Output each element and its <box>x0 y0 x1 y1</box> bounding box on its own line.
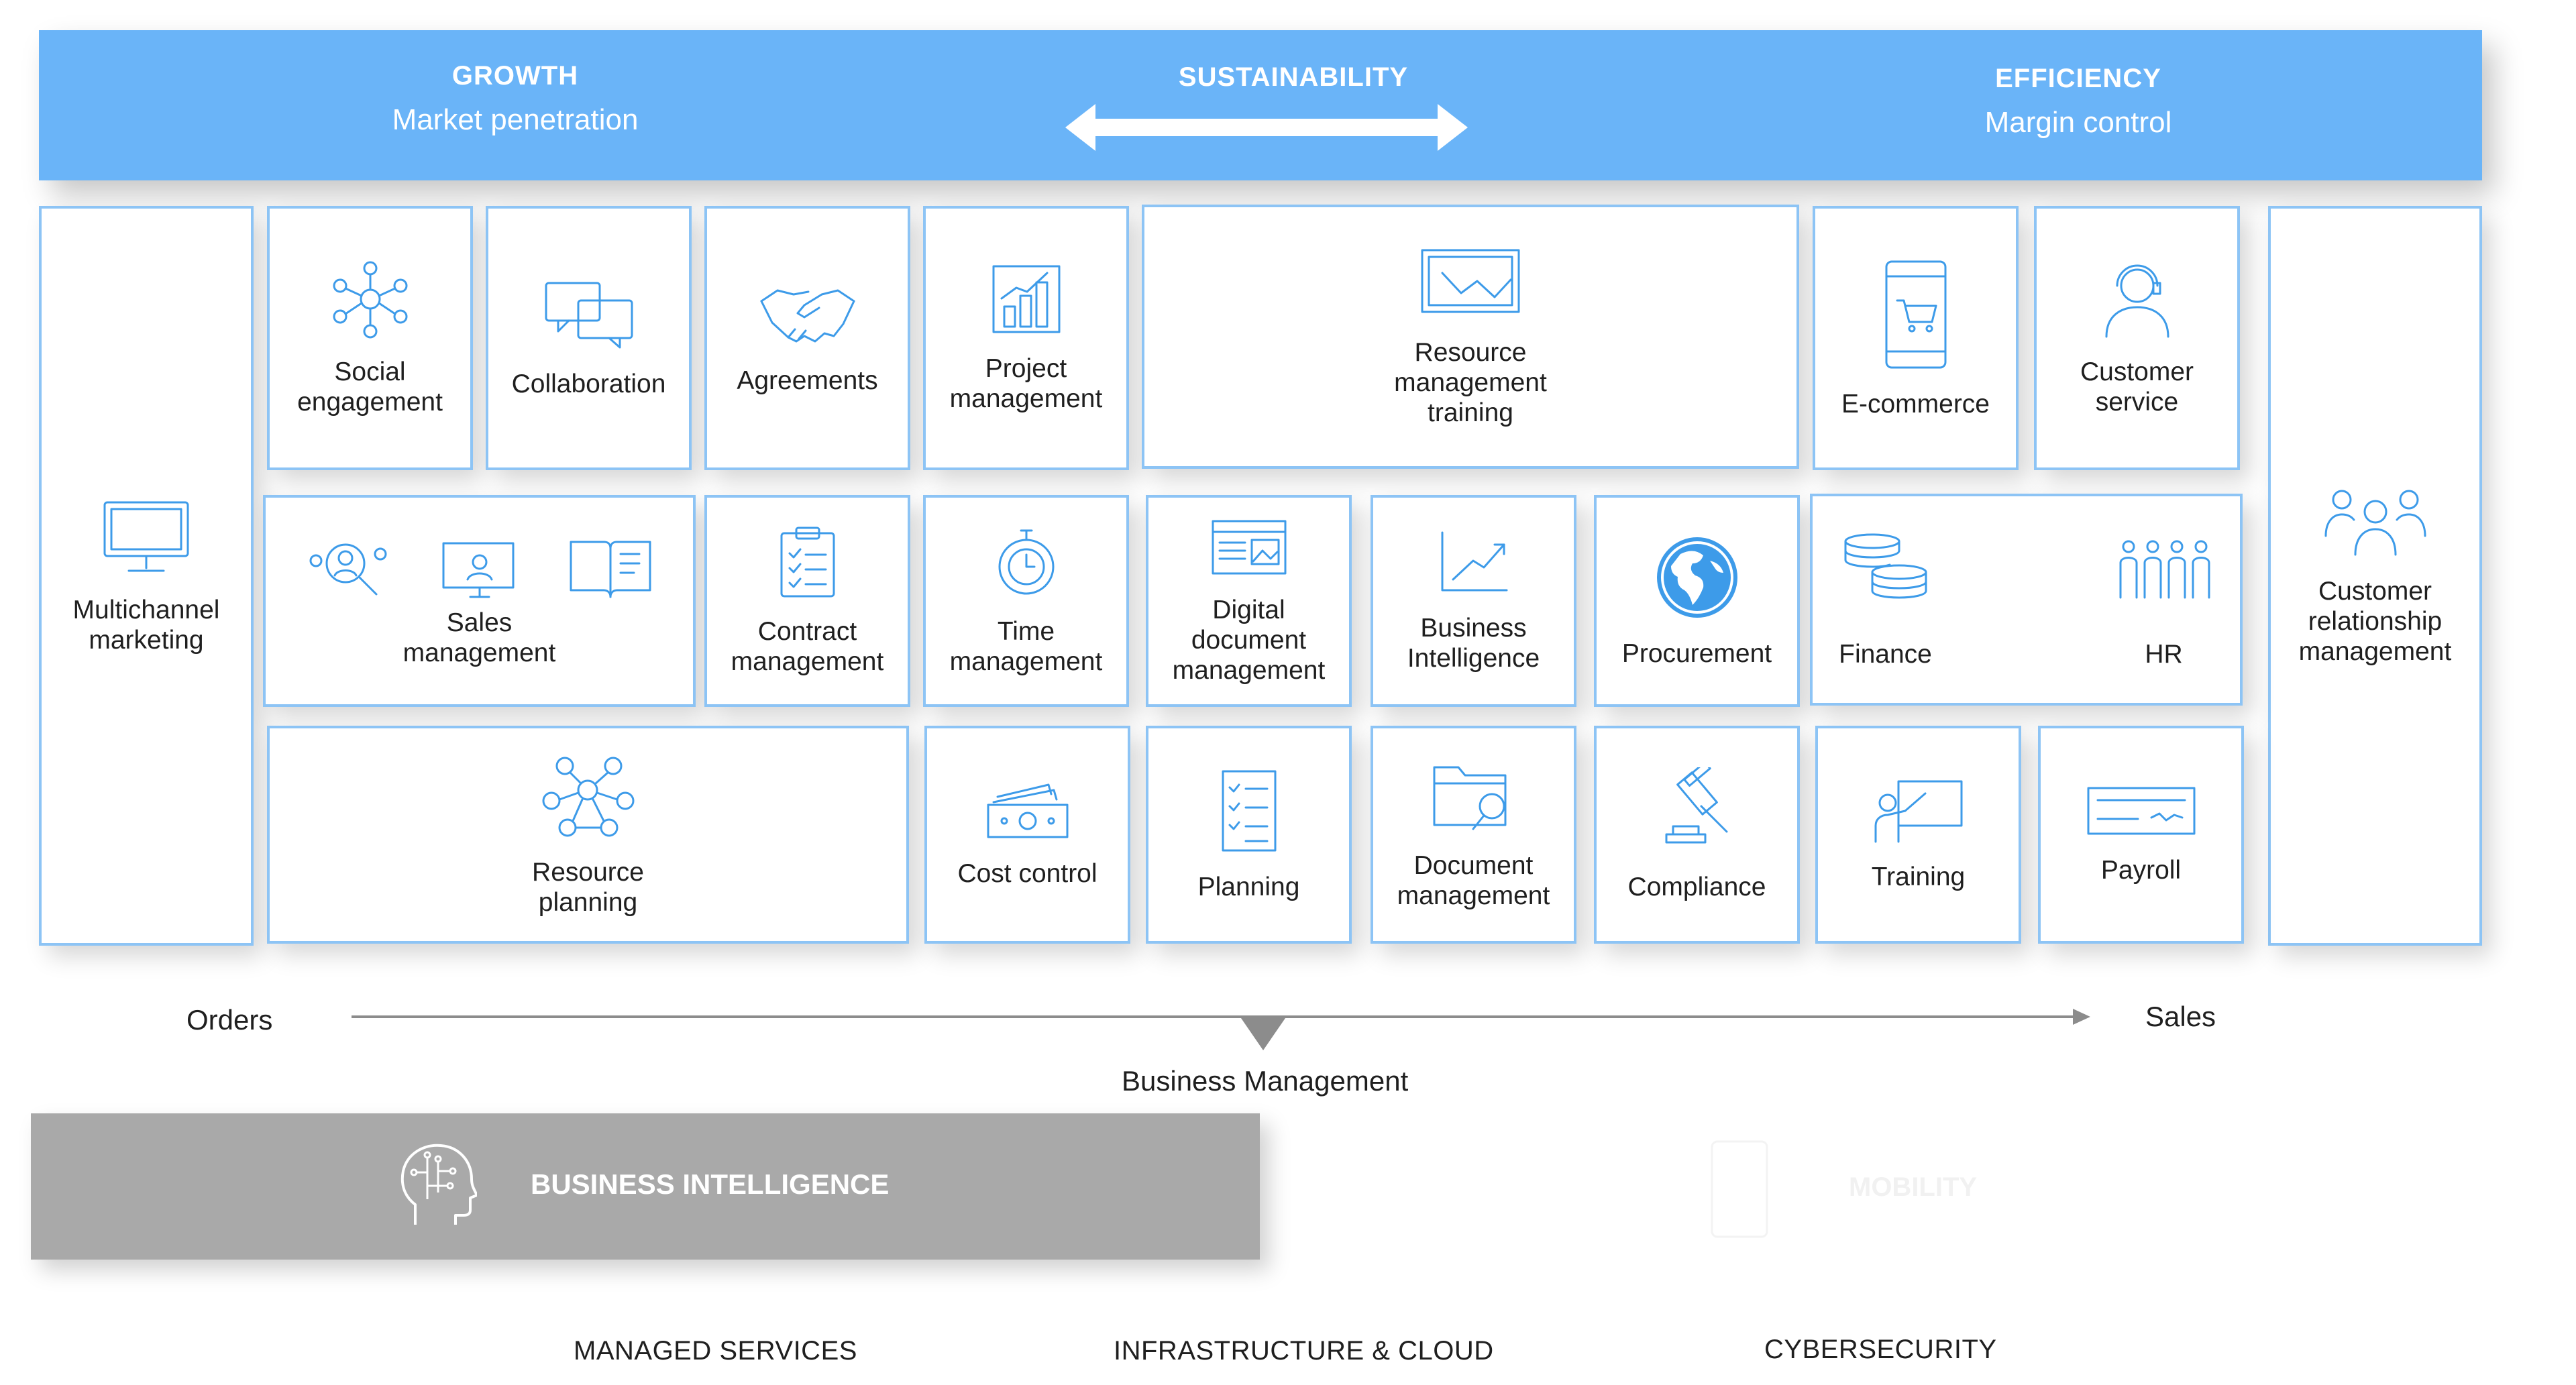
business-intelligence-band[interactable]: BUSINESS INTELLIGENCE <box>31 1113 1260 1260</box>
tile-project-management[interactable]: Project management <box>923 206 1129 470</box>
growth-chart-icon <box>1441 531 1507 592</box>
profile-screen-icon <box>442 542 514 598</box>
stopwatch-icon <box>998 529 1054 595</box>
flow-end-label: Sales <box>2145 1001 2216 1032</box>
sustainability-title: SUSTAINABILITY <box>1178 62 1409 92</box>
chat-bubbles-icon <box>545 282 633 348</box>
tile-sales-management[interactable]: Sales management <box>263 495 696 707</box>
finance-block: Finance <box>1839 531 1933 669</box>
teacher-board-icon <box>1874 780 1962 843</box>
tile-customer-service[interactable]: Customer service <box>2034 206 2240 470</box>
presentation-board-icon <box>1421 249 1520 313</box>
tile-planning[interactable]: Planning <box>1146 726 1352 944</box>
tile-business-intelligence[interactable]: Business Intelligence <box>1371 495 1576 707</box>
tile-label: Business Intelligence <box>1407 614 1540 673</box>
tile-contract-management[interactable]: Contract management <box>704 495 910 707</box>
globe-icon <box>1656 537 1737 618</box>
tile-label: Planning <box>1197 873 1300 901</box>
tile-cost-control[interactable]: Cost control <box>924 726 1130 944</box>
growth-subtitle: Market penetration <box>392 103 639 136</box>
sustainability-header: SUSTAINABILITY <box>991 62 1595 93</box>
network-people-icon <box>333 261 407 339</box>
tile-label: Resource management training <box>1394 337 1547 427</box>
tile-multichannel-marketing[interactable]: Multichannel marketing <box>39 206 254 946</box>
efficiency-header: EFFICIENCY Margin control <box>1776 64 2380 140</box>
tile-ecommerce[interactable]: E-commerce <box>1813 206 2019 470</box>
tile-label: Social engagement <box>297 357 443 417</box>
tile-label: Customer service <box>2080 357 2194 417</box>
hr-block: HR <box>2114 537 2214 669</box>
infrastructure-cloud-label[interactable]: INFRASTRUCTURE & CLOUD <box>1114 1336 1494 1366</box>
tile-label: Digital document management <box>1172 595 1326 685</box>
finance-hr-icons: Finance HR <box>1839 531 2214 669</box>
search-people-icon <box>309 543 386 596</box>
tile-payroll[interactable]: Payroll <box>2038 726 2244 944</box>
tile-resource-management-training[interactable]: Resource management training <box>1142 205 1799 469</box>
tile-label: Training <box>1871 863 1966 891</box>
cash-icon <box>987 783 1068 838</box>
efficiency-subtitle: Margin control <box>1984 106 2172 139</box>
coins-icon <box>1844 533 1927 598</box>
tile-label: E-commerce <box>1841 389 1990 419</box>
ghost-label: MOBILITY <box>1849 1172 1978 1202</box>
brain-head-icon <box>400 1144 477 1225</box>
growth-title: GROWTH <box>451 61 579 91</box>
tile-compliance[interactable]: Compliance <box>1594 726 1800 944</box>
cybersecurity-label[interactable]: CYBERSECURITY <box>1764 1335 1997 1364</box>
support-agent-icon <box>2105 264 2169 338</box>
efficiency-title: EFFICIENCY <box>1995 64 2161 93</box>
tile-agreements[interactable]: Agreements <box>704 206 910 470</box>
growth-header: GROWTH Market penetration <box>260 61 770 137</box>
tile-label: Project management <box>949 354 1103 413</box>
tile-document-management[interactable]: Document management <box>1371 726 1576 944</box>
tile-label: Procurement <box>1621 639 1772 668</box>
tile-label: Customer relationship management <box>2298 577 2452 666</box>
people-network-icon <box>542 757 634 836</box>
tile-label: Contract management <box>731 617 884 676</box>
tile-label: Time management <box>949 617 1103 676</box>
tile-label: Sales management <box>402 608 556 667</box>
group-people-icon <box>2324 490 2426 556</box>
team-icon <box>2119 540 2210 598</box>
faint-mobile-icon <box>1711 1140 1768 1238</box>
clipboard-checklist-icon <box>780 527 835 598</box>
tile-training[interactable]: Training <box>1815 726 2021 944</box>
flow-start-label: Orders <box>186 1004 273 1036</box>
cheque-icon <box>2087 787 2195 835</box>
tile-finance-hr[interactable]: Finance HR <box>1810 494 2243 706</box>
mobile-cart-icon <box>1885 260 1946 368</box>
tile-label: Multichannel marketing <box>72 595 220 655</box>
top-banner: GROWTH Market penetration SUSTAINABILITY… <box>39 30 2482 180</box>
tile-customer-relationship-management[interactable]: Customer relationship management <box>2268 206 2482 946</box>
tile-digital-document-management[interactable]: Digital document management <box>1146 495 1352 707</box>
web-document-icon <box>1212 520 1286 574</box>
monitor-icon <box>103 501 189 571</box>
tile-label: Document management <box>1397 850 1550 910</box>
bar-chart-icon <box>992 265 1060 333</box>
sales-icons <box>305 534 654 608</box>
managed-services-label[interactable]: MANAGED SERVICES <box>574 1336 857 1366</box>
tile-label: Finance <box>1839 639 1932 669</box>
flow-arrow <box>352 1009 2090 1050</box>
double-arrow-icon <box>1065 104 1468 151</box>
open-book-icon <box>570 541 651 598</box>
handshake-icon <box>760 289 855 342</box>
tile-collaboration[interactable]: Collaboration <box>486 206 692 470</box>
tile-time-management[interactable]: Time management <box>923 495 1129 707</box>
bi-band-title: BUSINESS INTELLIGENCE <box>531 1168 890 1200</box>
tile-resource-planning[interactable]: Resource planning <box>267 726 909 944</box>
gavel-icon <box>1665 767 1727 844</box>
tile-label: Payroll <box>2100 856 2182 885</box>
tile-label: Collaboration <box>511 369 666 398</box>
flow-center-label: Business Management <box>1122 1065 1409 1097</box>
tile-label: Compliance <box>1627 873 1766 901</box>
tile-label: Cost control <box>957 859 1097 888</box>
tile-procurement[interactable]: Procurement <box>1594 495 1800 707</box>
checklist-icon <box>1222 770 1276 852</box>
tile-label: HR <box>2145 639 2183 669</box>
tile-social-engagement[interactable]: Social engagement <box>267 206 473 470</box>
tile-label: Resource planning <box>532 857 644 917</box>
folder-search-icon <box>1433 766 1506 830</box>
tile-label: Agreements <box>737 366 878 395</box>
